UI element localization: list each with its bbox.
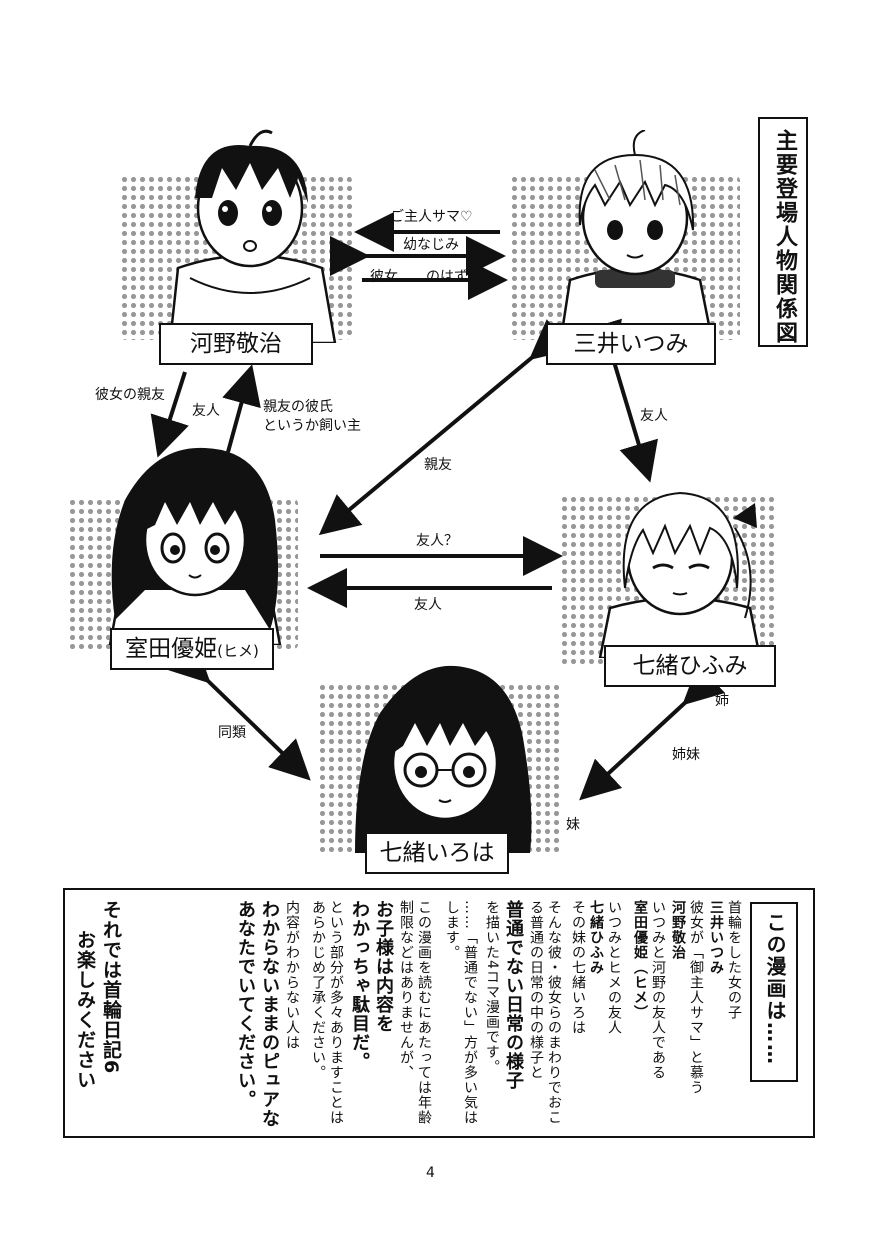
name-mitsui: 三井いつみ [546, 323, 716, 365]
panel-col-11: る普通の日常の中の様子と [528, 900, 544, 1080]
iroha-portrait [355, 665, 532, 853]
panel-col-12: 普通でない日常の様子 [503, 900, 524, 1090]
kawano-portrait [168, 129, 337, 343]
label-shinyu-no-kareshi-1: 親友の彼氏 [263, 399, 333, 415]
panel-col-24: あなたでいてください。 [235, 900, 256, 1109]
arrow-mitsui-fumi [583, 318, 658, 483]
panel-col-2: 三井いつみ [708, 900, 724, 975]
arrow-kawano-to-murota [150, 371, 189, 458]
closing-line-2: お楽しみください [74, 930, 96, 1090]
panel-col-10: そんな彼・彼女らのまわりでおこ [546, 900, 562, 1125]
intro-panel: この漫画は…… 首輪をした女の子 三井いつみ 彼女が「御主人サマ」と慕う 河野敬… [63, 888, 815, 1138]
panel-col-15: します。 [444, 900, 460, 960]
title-box: 主要登場人物関係図 [758, 117, 808, 347]
name-murota: 室田優姫(ヒメ) [110, 628, 274, 670]
label-yujin-kawano: 友人 [192, 403, 220, 419]
arrow-mitsui-murota [318, 319, 573, 536]
label-shinyu-no-kareshi-2: というか飼い主 [263, 418, 361, 434]
panel-col-18: お子様は内容を [373, 900, 394, 1033]
panel-col-20: という部分が多々ありますことは [328, 900, 344, 1125]
panel-col-23: わからないままのピュアな [259, 900, 280, 1128]
label-kanojo: 彼女……のはず [370, 269, 468, 285]
name-kawano: 河野敬治 [159, 323, 313, 365]
panel-col-7: いつみとヒメの友人 [606, 900, 622, 1035]
label-dorui: 同類 [218, 725, 246, 741]
panel-col-6: 室田優姫（ヒメ） [632, 900, 648, 1020]
panel-col-8: 七緒ひふみ [588, 900, 604, 975]
arrow-murota-to-kawano [222, 364, 261, 453]
name-murota-main: 室田優姫 [125, 636, 218, 662]
panel-heading-box: この漫画は…… [750, 902, 798, 1082]
panel-col-9: その妹の七緒いろは [570, 900, 586, 1035]
panel-col-16: この漫画を読むにあたっては年齢 [416, 900, 432, 1125]
panel-col-1: 首輪をした女の子 [726, 900, 742, 1020]
panel-col-14: ……「普通でない」方が多い気は [462, 900, 478, 1125]
label-goshujin: ご主人サマ♡ [390, 208, 473, 226]
label-goshujin-text: ご主人サマ [390, 209, 460, 225]
page-number: 4 [426, 1165, 435, 1181]
panel-col-5: いつみと河野の友人である [650, 900, 666, 1080]
fumi-portrait [598, 491, 762, 658]
relationship-arrows [150, 212, 726, 801]
label-osananajimi: 幼なじみ [403, 237, 459, 253]
label-imouto: 妹 [566, 817, 580, 833]
panel-col-21: あらかじめ了承ください。 [310, 900, 326, 1080]
label-yujin-question: 友人？ [416, 533, 458, 549]
panel-col-17: 制限などはありませんが、 [398, 900, 414, 1080]
arrow-fumi-iroha [579, 663, 726, 801]
panel-col-19: わかっちゃ駄目だ。 [349, 900, 370, 1071]
panel-col-13: を描いた4コマ漫画です。 [484, 900, 500, 1075]
label-kanojo-no-shinyu: 彼女の親友 [95, 387, 165, 403]
name-fumi: 七緒ひふみ [604, 645, 776, 687]
panel-col-4: 河野敬治 [670, 900, 686, 960]
arrow-murota-iroha [168, 641, 311, 781]
label-yujin-mitsui-fumi: 友人 [640, 408, 668, 424]
label-shinyu-no-kareshi: 親友の彼氏 というか飼い主 [263, 398, 361, 436]
closing-line-1: それでは首輪日記6 [100, 900, 122, 1075]
label-shimai: 姉妹 [672, 747, 700, 763]
panel-col-22: 内容がわからない人は [284, 900, 300, 1050]
label-yujin-bottom: 友人 [414, 597, 442, 613]
name-murota-suffix: (ヒメ) [217, 642, 259, 660]
name-iroha: 七緒いろは [365, 832, 509, 874]
label-ane: 姉 [715, 693, 729, 709]
label-shinyu: 親友 [424, 457, 452, 473]
heart-icon: ♡ [460, 209, 473, 225]
panel-heading: この漫画は…… [763, 912, 787, 1066]
page-title: 主要登場人物関係図 [772, 129, 797, 345]
panel-col-3: 彼女が「御主人サマ」と慕う [688, 900, 704, 1095]
